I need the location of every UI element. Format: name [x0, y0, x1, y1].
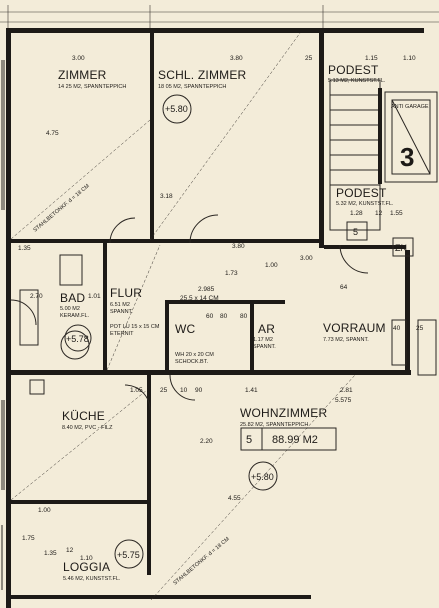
dim-label: 3.00 [72, 55, 85, 62]
room-podest-top-area: 5.13 M2, KUNSTST.FL. [328, 78, 386, 84]
dim-label: 2.20 [200, 438, 213, 445]
room-wohnzimmer-area: 25.82 M2, SPANNTEPPICH [240, 422, 308, 428]
room-kueche-area: 8.40 M2, PVC - FILZ [62, 425, 113, 431]
unit-area-box [240, 427, 337, 451]
level-marks [64, 94, 278, 569]
dim-label: 2.70 [30, 293, 43, 300]
label-eternit: ETERNIT [110, 331, 134, 337]
dim-label: 5.575 [335, 397, 352, 404]
room-flur-floor: SPANNT. [110, 309, 133, 315]
dim-label: 60 [206, 313, 214, 320]
room-podest-top-name: PODEST [328, 63, 379, 77]
doors [10, 214, 369, 411]
dim-label: 3.00 [300, 255, 313, 262]
walls [6, 28, 424, 608]
room-wc-name: WC [175, 322, 196, 336]
dim-label: 1.28 [350, 210, 363, 217]
dim-label: 25 [416, 325, 424, 332]
dim-label: 1.35 [18, 245, 31, 252]
dim-label: 4.75 [46, 130, 59, 137]
dim-label: 1.01 [88, 293, 101, 300]
dim-label: 1.00 [38, 507, 51, 514]
stair-label: ANTI GARAGE [391, 104, 429, 110]
label-pot: POT LU 15 x 15 CM [110, 324, 160, 330]
stair-small-number: 5 [353, 227, 358, 237]
dim-label: 4.55 [228, 495, 241, 502]
unit-number: 5 [246, 434, 252, 446]
room-vorraum-area: 7.73 M2, SPANNT. [323, 337, 369, 343]
room-ar-name: AR [258, 322, 275, 336]
windows-left [1, 60, 5, 590]
dim-label: 1.75 [22, 535, 35, 542]
dim-label: 2.81 [340, 387, 353, 394]
staircase [329, 79, 438, 231]
room-vorraum-name: VORRAUM [323, 321, 386, 335]
dim-label: 80 [220, 313, 228, 320]
dim-label: 3.18 [160, 193, 173, 200]
room-ar-floor: SPANNT. [253, 344, 276, 350]
room-bad-name: BAD [60, 291, 85, 305]
room-kueche-name: KÜCHE [62, 409, 105, 423]
dim-label: 25 [160, 387, 168, 394]
room-podest-mid-area: 5.32 M2, KUNSTST.FL. [336, 201, 394, 207]
label-wc-sub: WH 20 x 20 CM [175, 352, 214, 358]
dim-label: 3.80 [230, 55, 243, 62]
unit-area: 88.99 M2 [272, 434, 318, 446]
level-wohnzimmer: +5.80 [251, 472, 274, 482]
dim-label: 1.73 [225, 270, 238, 277]
dim-label: 1.15 [365, 55, 378, 62]
level-bad: +5.78 [66, 334, 89, 344]
diagonal-lines [10, 32, 356, 601]
room-bad-floor: KERAM.FL. [60, 313, 90, 319]
dim-label: 90 [195, 387, 203, 394]
right-fixtures [391, 319, 437, 376]
room-bad-area: 5.00 M2 [60, 306, 80, 312]
label-wc-sub2: SCHOCK.BT. [175, 359, 208, 365]
dim-label: 12 [66, 547, 74, 554]
dimension-labels: 3.00 3.80 25 4.75 3.18 1.15 1.10 1.55 1.… [18, 55, 424, 562]
room-zimmer-name: ZIMMER [58, 68, 107, 82]
room-flur-name: FLUR [110, 286, 142, 300]
room-flur-area: 6.51 M2 [110, 302, 130, 308]
dim-label: 25 [305, 55, 313, 62]
room-schl-zimmer-name: SCHL. ZIMMER [158, 68, 247, 82]
dim-label: 1.00 [265, 262, 278, 269]
dim-label: 80 [240, 313, 248, 320]
dim-label: 1.05 [130, 387, 143, 394]
dim-label: 12 [375, 210, 383, 217]
dim-label: 1.41 [245, 387, 258, 394]
dim-label: 40 [393, 325, 401, 332]
dim-label: 1.10 [403, 55, 416, 62]
dim-label: 1.10 [80, 555, 93, 562]
dim-label: 1.35 [44, 550, 57, 557]
room-ar-area: 1.17 M2 [253, 337, 273, 343]
stair-zn: ZN [395, 243, 407, 253]
dim-label: 25.5 x 14 CM [180, 295, 219, 302]
dim-label: 2.985 [198, 286, 215, 293]
dim-label: 1.55 [390, 210, 403, 217]
room-loggia-area: 5.46 M2, KUNSTST.FL. [63, 576, 121, 582]
room-podest-mid-name: PODEST [336, 186, 387, 200]
stair-number: 3 [400, 142, 414, 172]
label-kamin-2: STAHLBETONKF. d = 18 CM [172, 536, 231, 587]
stair-number-box [346, 221, 414, 257]
dim-label: 64 [340, 284, 348, 291]
room-loggia-name: LOGGIA [63, 560, 110, 574]
room-schl-zimmer-area: 18 05 M2, SPANNTEPPICH [158, 84, 226, 90]
level-loggia: +5.75 [117, 550, 140, 560]
dim-label: 10 [180, 387, 188, 394]
dim-label: 3.80 [232, 243, 245, 250]
room-zimmer-area: 14 25 M2, SPANNTEPPICH [58, 84, 126, 90]
bath-fixtures [19, 254, 90, 395]
room-wohnzimmer-name: WOHNZIMMER [240, 406, 327, 420]
top-dimension-rule [0, 5, 439, 30]
label-kamin: STAHLBETONKF. d = 18 CM [32, 183, 91, 234]
level-schl-zimmer: +5.80 [165, 104, 188, 114]
